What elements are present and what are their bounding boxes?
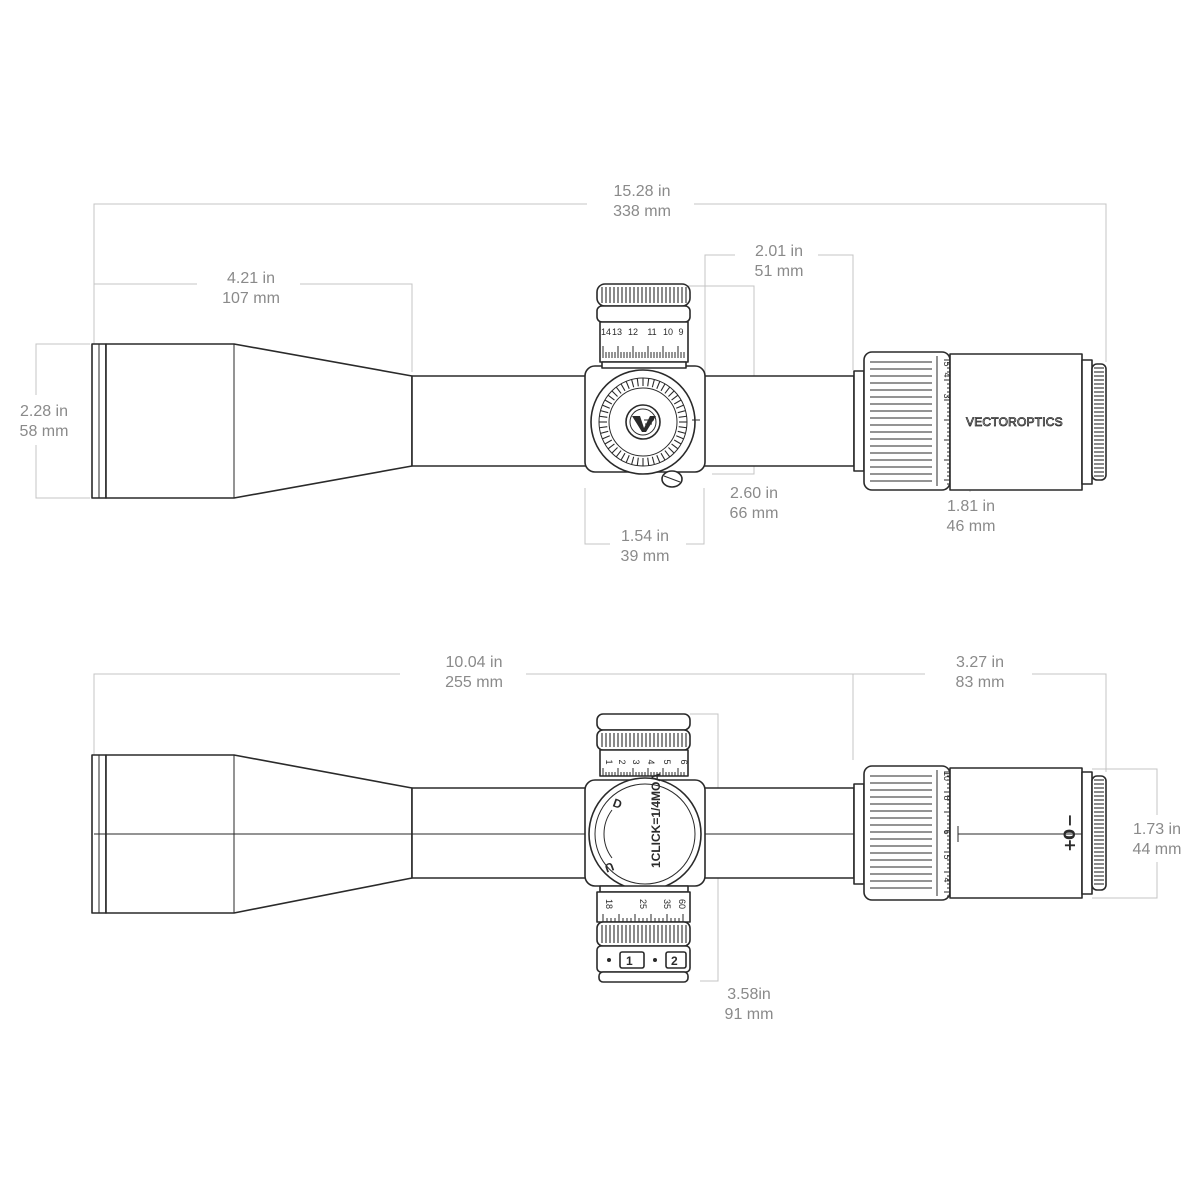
dim-turret-eyepiece-in: 2.01 in xyxy=(755,243,803,260)
side-zoom-num-4: 4 xyxy=(942,877,952,882)
top-zoom-num-3: 3 xyxy=(942,393,952,398)
dim-bell-length-in: 4.21 in xyxy=(227,270,275,287)
side-eyepiece: 10 8 6 5 4 + 0 − xyxy=(853,765,1107,901)
top-turret-num-10: 10 xyxy=(663,327,673,337)
dim-eyepiece-length-in: 3.27 in xyxy=(956,654,1004,671)
side-zoom-num-10: 10 xyxy=(942,771,952,781)
dim-eyepiece-diameter-in: 1.81 in xyxy=(947,498,995,515)
side-turret-num-2: 2 xyxy=(617,759,627,764)
illumination-num-2: 2 xyxy=(671,954,678,968)
top-windage-turret xyxy=(590,369,700,488)
top-turret-num-11: 11 xyxy=(647,327,656,337)
side-turret-num-5: 5 xyxy=(662,759,672,764)
side-dimension-labels: 10.04 in 255 mm 3.27 in 83 mm 1.73 in 44… xyxy=(445,654,1181,1023)
top-turret-num-13: 13 xyxy=(612,327,622,337)
dim-objective-eyepiece-in: 10.04 in xyxy=(446,654,503,671)
dim-turret-height-in: 2.60 in xyxy=(730,485,778,502)
parallax-num-25: 25 xyxy=(638,899,648,909)
parallax-num-35: 35 xyxy=(662,899,672,909)
side-turret-num-6: 6 xyxy=(679,759,689,764)
vector-logo-icon xyxy=(629,408,657,436)
top-turret-scale-labels: 14 13 12 11 10 9 xyxy=(601,327,684,337)
dim-objective-diameter-mm: 58 mm xyxy=(20,423,69,440)
top-zoom-num-5: 5 xyxy=(942,361,952,366)
top-turret-num-9: 9 xyxy=(678,327,683,337)
top-objective-bell xyxy=(105,343,413,499)
side-zoom-num-8: 8 xyxy=(942,795,952,800)
top-turret-num-12: 12 xyxy=(628,327,638,337)
dim-objective-eyepiece-mm: 255 mm xyxy=(445,674,503,691)
dim-objective-diameter-in: 2.28 in xyxy=(20,403,68,420)
illumination-num-1: 1 xyxy=(626,954,633,968)
dim-overall-length-in: 15.28 in xyxy=(614,183,671,200)
dim-overall-length-mm: 338 mm xyxy=(613,203,671,220)
top-eyepiece: 5 4 3 VECTOROPTICS xyxy=(853,351,1107,491)
dim-eyepiece-length-mm: 83 mm xyxy=(956,674,1005,691)
brand-logo-text: VECTOROPTICS xyxy=(966,415,1063,429)
side-turret-num-4: 4 xyxy=(646,759,656,764)
dim-eyepiece-diameter-mm: 46 mm xyxy=(947,518,996,535)
top-turret-num-14: 14 xyxy=(601,327,611,337)
parallax-num-60: 60 xyxy=(677,899,687,909)
dim-turret-height-mm: 66 mm xyxy=(730,505,779,522)
diopter-minus: − xyxy=(1060,814,1079,827)
dim-saddle-width-mm: 39 mm xyxy=(621,548,670,565)
side-view: 1 2 3 4 5 6 D U 1CLICK=1/4MOA 18 25 35 6… xyxy=(91,654,1181,1023)
side-elevation-turret: 1 2 3 4 5 6 xyxy=(596,713,691,777)
dim-side-turret-height-mm: 91 mm xyxy=(725,1006,774,1023)
dim-side-turret-height-in: 3.58in xyxy=(727,986,771,1003)
side-parallax-turret: 18 25 35 60 1 2 xyxy=(596,885,691,983)
dial-click-text: 1CLICK=1/4MOA xyxy=(649,773,663,868)
side-zoom-num-6: 6 xyxy=(942,829,952,834)
top-zoom-num-4: 4 xyxy=(942,372,952,377)
diopter-plus: + xyxy=(1060,839,1079,852)
illumination-marks: 1 2 xyxy=(607,951,687,969)
side-zoom-num-5: 5 xyxy=(942,854,952,859)
side-turret-num-1: 1 xyxy=(604,759,614,764)
parallax-num-18: 18 xyxy=(604,899,614,909)
dim-ocular-diameter-in: 1.73 in xyxy=(1133,821,1181,838)
top-dimension-labels: 15.28 in 338 mm 4.21 in 107 mm 2.01 in 5… xyxy=(20,183,996,565)
side-windage-dial: D U 1CLICK=1/4MOA xyxy=(588,773,702,891)
dim-bell-length-mm: 107 mm xyxy=(222,290,280,307)
top-view: 14 13 12 11 10 9 xyxy=(20,183,1107,565)
dim-ocular-diameter-mm: 44 mm xyxy=(1133,841,1182,858)
side-turret-num-3: 3 xyxy=(631,759,641,764)
top-elevation-turret xyxy=(596,283,691,369)
dim-saddle-width-in: 1.54 in xyxy=(621,528,669,545)
dim-turret-eyepiece-mm: 51 mm xyxy=(755,263,804,280)
diopter-zero: 0 xyxy=(1060,829,1079,840)
